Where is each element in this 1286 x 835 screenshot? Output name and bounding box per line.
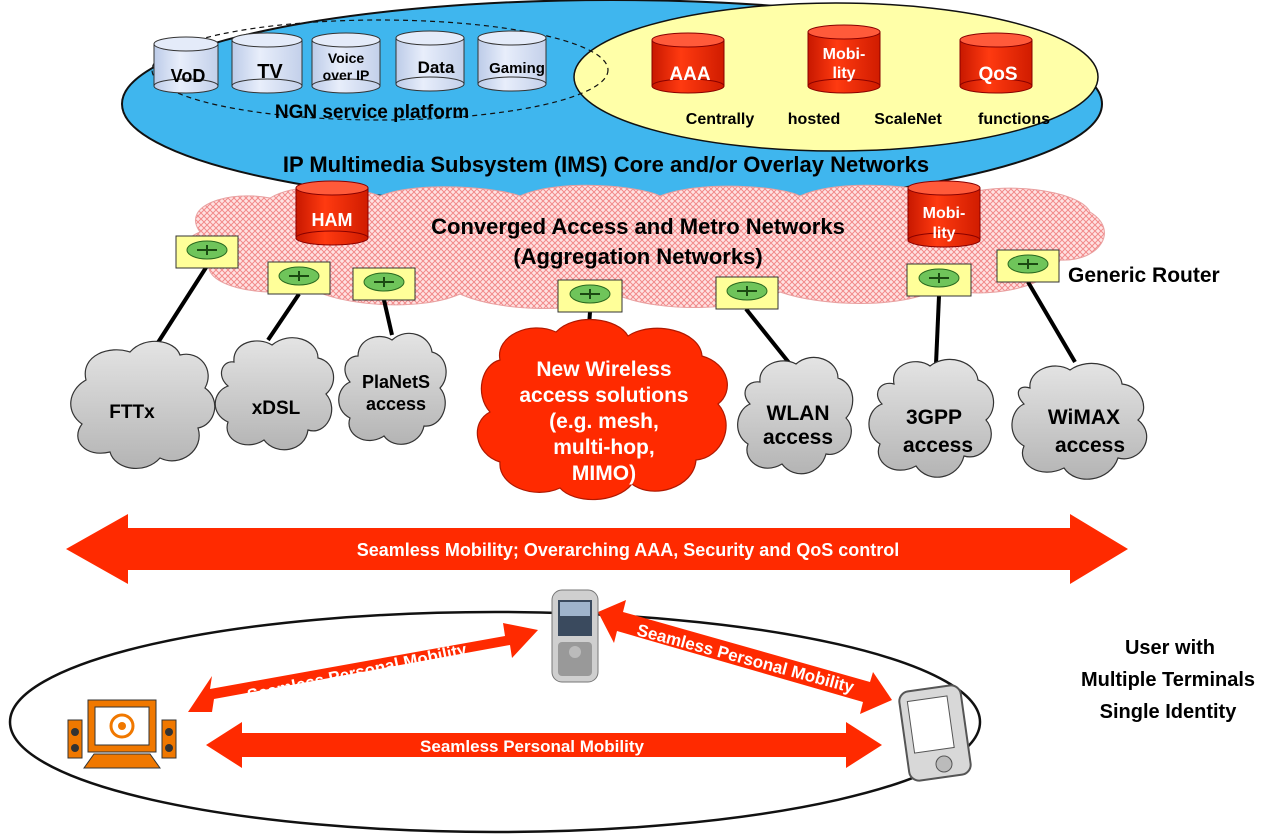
metro-mobility-label-line2: lity	[932, 225, 955, 242]
router-icon	[715, 276, 779, 310]
seamless-mobility-label: Seamless Mobility; Overarching AAA, Secu…	[357, 540, 899, 560]
metro-network-cloud	[185, 184, 1105, 310]
personal-mobility-arrow-left	[188, 623, 538, 712]
wlan-cloud	[737, 356, 854, 475]
router-icon	[267, 261, 331, 295]
access-label-wireless-line2: access solutions	[519, 384, 688, 407]
access-label-wireless-line3: (e.g. mesh,	[549, 410, 659, 433]
access-label-wlan-line1: WLAN	[767, 402, 830, 425]
service-label-vod: VoD	[171, 66, 206, 86]
planets-cloud	[338, 332, 447, 445]
service-label-tv: TV	[257, 61, 283, 83]
access-label-planets-line2: access	[366, 394, 426, 414]
service-db-voip	[311, 32, 381, 94]
router-icon	[352, 267, 416, 301]
ims-label: IP Multimedia Subsystem (IMS) Core and/o…	[283, 152, 929, 177]
ham-db	[295, 180, 369, 246]
service-db-gaming	[477, 30, 547, 92]
access-label-wireless-line4: multi-hop,	[553, 436, 654, 459]
metro-label-line1: Converged Access and Metro Networks	[431, 214, 845, 239]
seamless-mobility-arrow	[66, 514, 1128, 584]
scalenet-db-aaa	[651, 32, 725, 94]
router-icons	[175, 235, 1060, 313]
access-label-xdsl: xDSL	[252, 398, 301, 419]
personal-mobility-arrow-bottom	[206, 722, 882, 768]
pda-icon	[898, 684, 972, 782]
user-label-line1: User with	[1125, 637, 1215, 659]
router-icon	[996, 249, 1060, 283]
service-db-data	[395, 30, 465, 92]
smartphone-icon	[551, 589, 599, 683]
desktop-computer-icon	[67, 699, 177, 769]
user-label-line2: Multiple Terminals	[1081, 669, 1255, 691]
service-db-vod	[153, 36, 219, 94]
user-terminals-ellipse	[8, 610, 982, 834]
scalenet-caption-hosted: hosted	[788, 111, 840, 128]
personal-mobility-label-left: Seamless Personal Mobility	[245, 640, 469, 705]
access-label-wimax-line2: access	[1055, 434, 1125, 457]
ham-label: HAM	[312, 210, 353, 230]
access-label-3gpp-line2: access	[903, 434, 973, 457]
access-label-wlan-line2: access	[763, 426, 833, 449]
metro-mobility-db	[907, 180, 981, 248]
service-db-tv	[231, 32, 303, 94]
personal-mobility-label-bottom: Seamless Personal Mobility	[420, 737, 644, 756]
service-platform-ellipse	[151, 19, 609, 121]
3gpp-cloud	[868, 358, 995, 478]
user-label-line3: Single Identity	[1100, 701, 1238, 723]
fttx-cloud	[70, 340, 216, 470]
metro-label-line2: (Aggregation Networks)	[513, 244, 762, 269]
metro-mobility-label-line1: Mobi-	[923, 205, 966, 222]
access-label-3gpp-line1: 3GPP	[906, 406, 962, 429]
personal-mobility-label-right: Seamless Personal Mobility	[635, 621, 857, 697]
scalenet-label-qos: QoS	[978, 64, 1017, 85]
scalenet-db-qos	[959, 32, 1033, 94]
scalenet-label-mobility-line2: lity	[832, 65, 855, 82]
router-icon	[557, 279, 623, 313]
xdsl-cloud	[214, 337, 335, 451]
service-platform-label: NGN service platform	[275, 102, 469, 123]
scalenet-caption-scalenet: ScaleNet	[874, 111, 942, 128]
access-label-planets-line1: PlaNetS	[362, 372, 430, 392]
access-label-fttx: FTTx	[109, 402, 155, 423]
personal-mobility-arrow-right	[598, 600, 892, 714]
access-label-wireless-line5: MIMO)	[572, 462, 636, 485]
scalenet-caption-centrally: Centrally	[686, 111, 755, 128]
generic-router-label: Generic Router	[1068, 264, 1220, 287]
access-label-wimax-line1: WiMAX	[1048, 406, 1120, 429]
service-label-voip-line2: over IP	[323, 67, 370, 83]
wimax-cloud	[1011, 362, 1148, 480]
new-wireless-cloud	[476, 318, 728, 501]
scalenet-caption-functions: functions	[978, 111, 1050, 128]
scalenet-label-aaa: AAA	[669, 64, 710, 85]
scalenet-db-mobility	[807, 24, 881, 94]
service-label-voip-line1: Voice	[328, 50, 365, 66]
scalenet-label-mobility-line1: Mobi-	[823, 46, 866, 63]
access-label-wireless-line1: New Wireless	[536, 358, 671, 381]
router-icon	[906, 263, 972, 297]
router-icon	[175, 235, 239, 269]
service-label-data: Data	[418, 58, 455, 77]
service-label-gaming: Gaming	[489, 60, 545, 77]
